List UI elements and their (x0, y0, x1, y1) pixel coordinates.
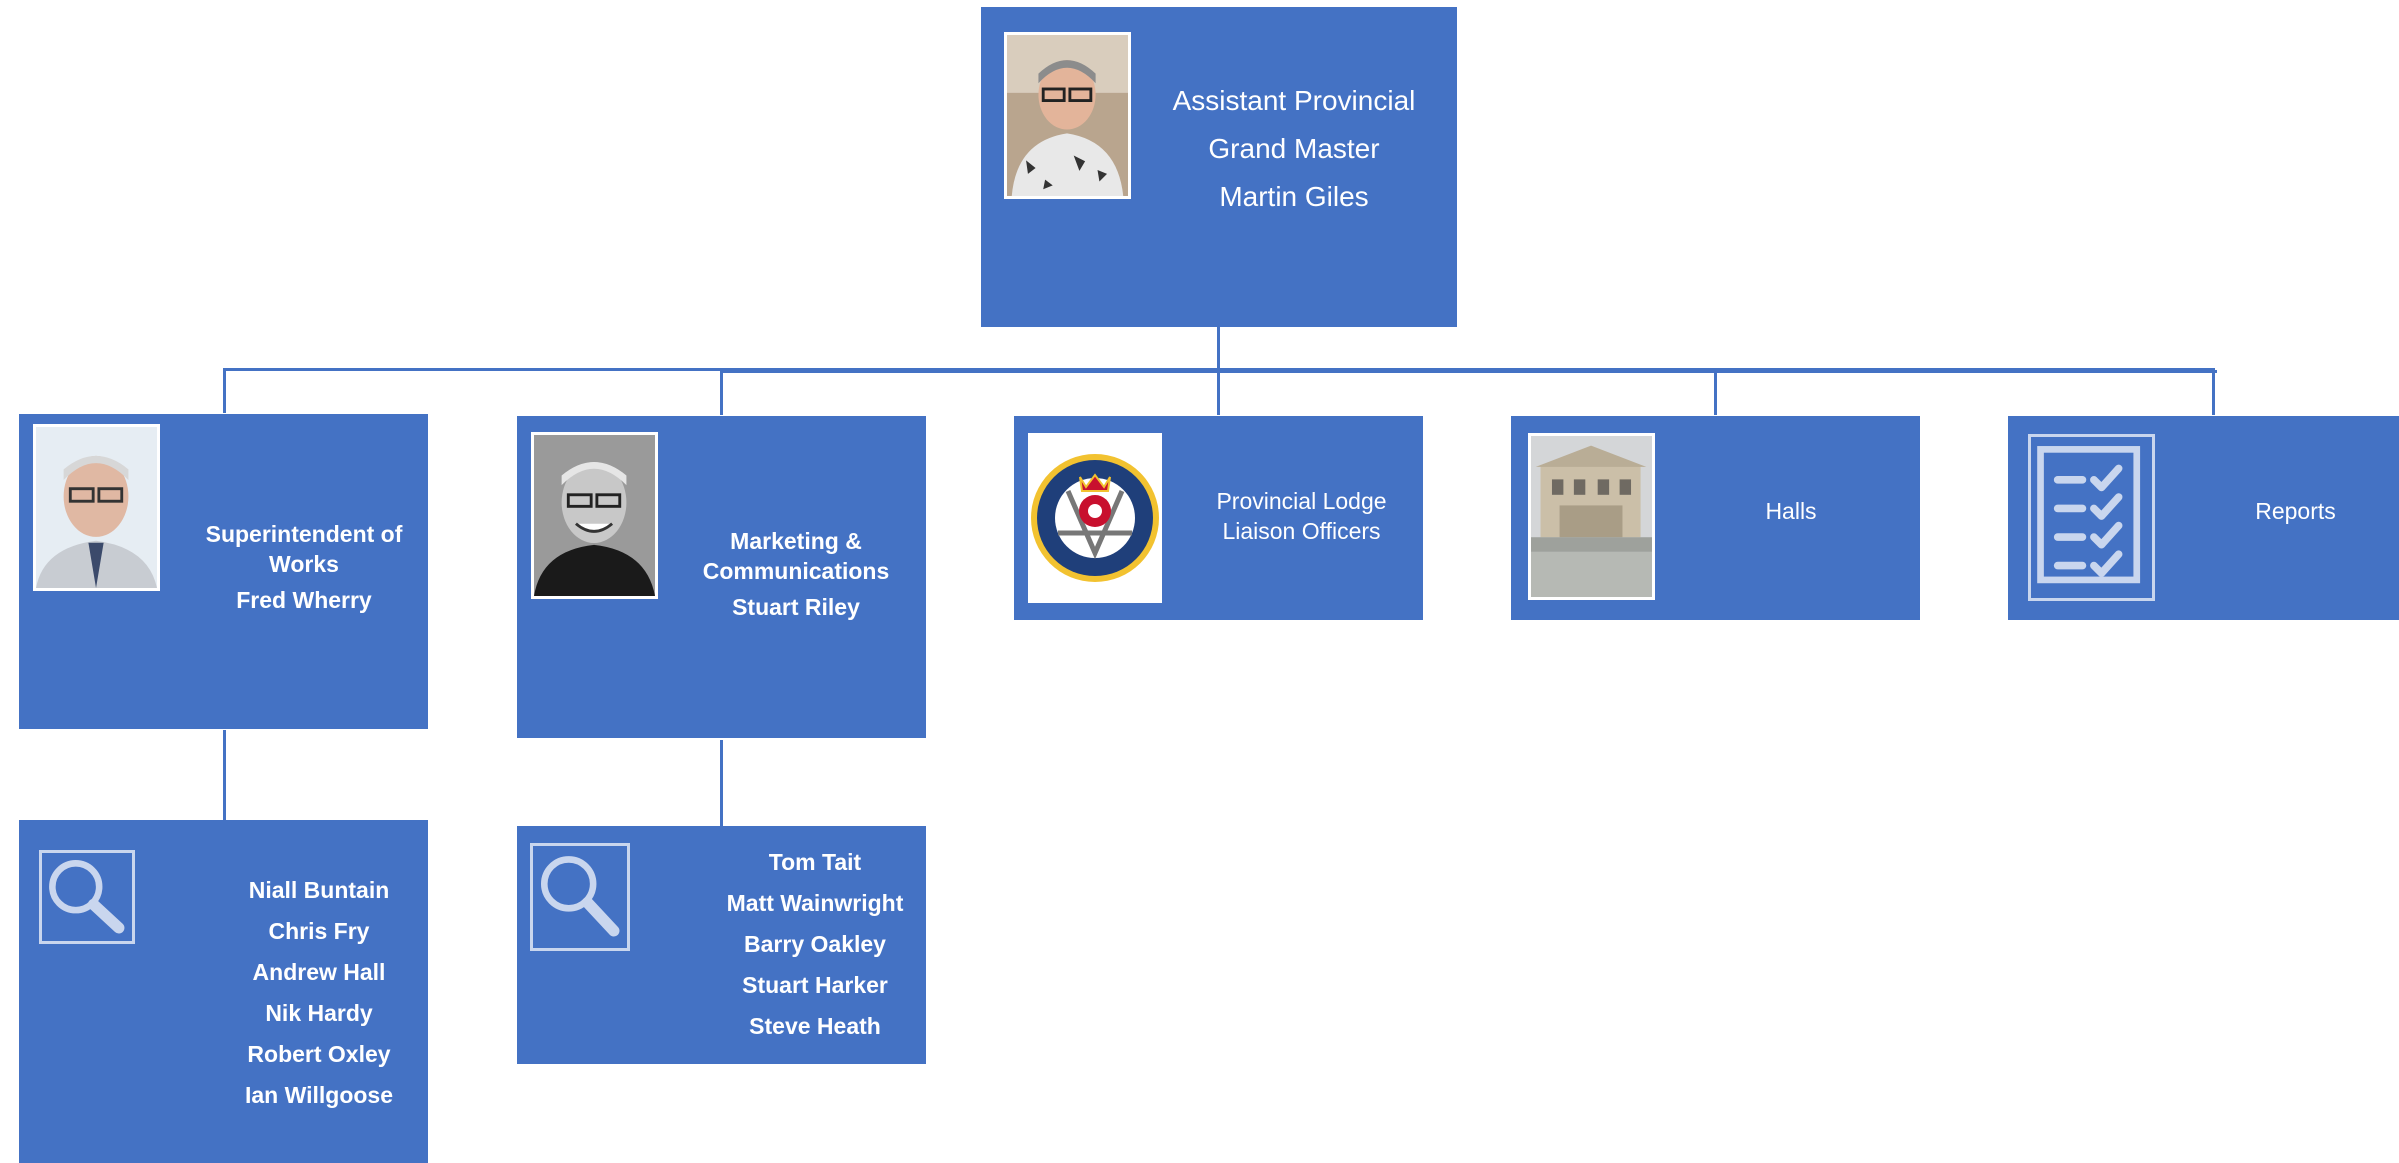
team-member: Stuart Harker (742, 972, 888, 998)
top-name: Martin Giles (1219, 181, 1369, 212)
team-member: Nik Hardy (265, 1000, 373, 1026)
team-member: Robert Oxley (247, 1041, 391, 1067)
team-member: Ian Willgoose (244, 1082, 394, 1108)
node-title-line2: Works (269, 551, 339, 577)
team-node-marketing[interactable]: Tom Tait Matt Wainwright Barry Oakley St… (517, 826, 926, 1064)
node-title-line2: Liaison Officers (1222, 518, 1381, 544)
top-node-apgm[interactable]: Assistant Provincial Grand Master Martin… (981, 7, 1457, 327)
team-node-works[interactable]: Niall Buntain Chris Fry Andrew Hall Nik … (19, 820, 428, 1163)
node-title: Halls (1765, 498, 1817, 524)
checklist-icon (2028, 434, 2155, 601)
node-title: Reports (2255, 498, 2336, 524)
node-title-line1: Superintendent of (205, 521, 403, 547)
node-halls[interactable]: Halls (1511, 416, 1920, 620)
connector-drop-4 (1714, 368, 1717, 415)
node-marketing-text: Marketing & Communications Stuart Riley (687, 526, 905, 622)
team-members-list: Niall Buntain Chris Fry Andrew Hall Nik … (179, 870, 459, 1116)
node-title-line2: Communications (702, 558, 890, 584)
connector-top-down (1217, 327, 1220, 371)
team-member: Andrew Hall (252, 959, 386, 985)
node-name: Fred Wherry (236, 587, 372, 613)
connector-team-2 (720, 740, 723, 826)
connector-drop-2 (720, 368, 723, 415)
top-title-line2: Grand Master (1208, 133, 1380, 164)
team-member: Barry Oakley (744, 931, 886, 957)
connector-drop-5 (2212, 368, 2215, 415)
connector-drop-1 (223, 368, 226, 413)
portrait-photo (1004, 32, 1131, 199)
team-member: Tom Tait (768, 849, 862, 875)
top-title-line1: Assistant Provincial (1172, 85, 1416, 116)
connector-team-1 (223, 730, 226, 820)
team-member: Steve Heath (749, 1013, 881, 1039)
node-reports[interactable]: Reports (2008, 416, 2399, 620)
node-superintendent-of-works[interactable]: Superintendent of Works Fred Wherry (19, 414, 428, 729)
node-reports-text: Reports (2208, 496, 2383, 526)
grand-lodge-emblem (1028, 433, 1162, 603)
node-name: Stuart Riley (732, 594, 860, 620)
magnifier-icon (530, 843, 630, 951)
team-members-list: Tom Tait Matt Wainwright Barry Oakley St… (677, 842, 953, 1047)
team-member: Niall Buntain (248, 877, 390, 903)
node-liaison-text: Provincial Lodge Liaison Officers (1189, 486, 1414, 546)
portrait-photo (33, 424, 160, 591)
portrait-photo (531, 432, 658, 599)
node-superintendent-text: Superintendent of Works Fred Wherry (189, 519, 419, 615)
node-title-line1: Provincial Lodge (1216, 488, 1387, 514)
connector-drop-3 (1217, 368, 1220, 415)
building-photo (1528, 433, 1655, 600)
team-member: Matt Wainwright (726, 890, 904, 916)
node-title-line1: Marketing & (730, 528, 862, 554)
node-lodge-liaison-officers[interactable]: Provincial Lodge Liaison Officers (1014, 416, 1423, 620)
magnifier-icon (39, 850, 135, 944)
node-halls-text: Halls (1691, 496, 1891, 526)
node-marketing-communications[interactable]: Marketing & Communications Stuart Riley (517, 416, 926, 738)
connector-second-bar (720, 370, 2217, 373)
team-member: Chris Fry (268, 918, 370, 944)
top-node-text: Assistant Provincial Grand Master Martin… (1149, 77, 1439, 221)
